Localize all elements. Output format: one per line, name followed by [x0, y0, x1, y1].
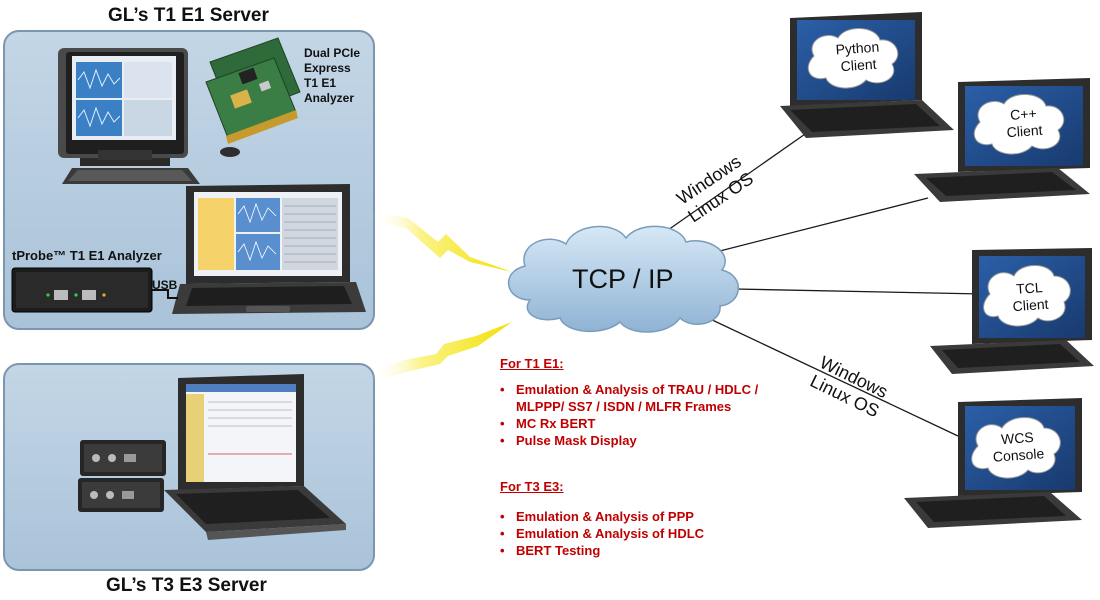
client-cpp-label: C++ Client	[983, 103, 1065, 142]
client-tcl-label: TCL Client	[989, 277, 1071, 316]
feature-item: Emulation & Analysis of TRAU / HDLC / ML…	[498, 381, 758, 415]
client-laptop-cpp	[914, 78, 1090, 202]
pcie-card-label: Dual PCIe Express T1 E1 Analyzer	[304, 46, 360, 106]
t3e3-features-heading: For T3 E3:	[500, 479, 564, 494]
t1e1-server-laptop	[172, 184, 366, 314]
feature-item: BERT Testing	[498, 542, 704, 559]
client-wcs-label: WCS Console	[977, 427, 1059, 466]
tprobe-device	[11, 267, 178, 313]
pcie-card-label-line: Dual PCIe	[304, 46, 361, 60]
tprobe-label: tProbe™ T1 E1 Analyzer	[12, 248, 162, 263]
feature-item: Pulse Mask Display	[498, 432, 758, 449]
client-laptop-tcl	[930, 248, 1094, 374]
pcie-analyzer-card	[205, 37, 301, 144]
feature-item: Emulation & Analysis of HDLC	[498, 525, 704, 542]
feature-item-line: Emulation & Analysis of TRAU / HDLC /	[516, 382, 759, 397]
feature-item: MC Rx BERT	[498, 415, 758, 432]
t3e3-device-stack	[78, 440, 166, 512]
feature-item-line: Emulation & Analysis of PPP	[516, 509, 694, 524]
t1e1-server-title: GL’s T1 E1 Server	[108, 5, 269, 26]
lightning-bolt-top	[372, 212, 512, 272]
feature-item-line: Pulse Mask Display	[516, 433, 637, 448]
pcie-card-label-line: T1 E1	[304, 76, 337, 90]
tcp-ip-cloud	[507, 225, 740, 333]
feature-item-line: MC Rx BERT	[516, 416, 596, 431]
client-connection-lines	[647, 131, 984, 437]
client-laptop-wcs	[904, 398, 1082, 528]
tcp-ip-label: TCP / IP	[572, 264, 674, 294]
t1e1-tower-analyzer	[58, 48, 240, 184]
client-laptop-python	[780, 12, 954, 138]
t1e1-features-list: Emulation & Analysis of TRAU / HDLC / ML…	[498, 381, 758, 449]
feature-item-line: MLPPP/ SS7 / ISDN / MLFR Frames	[516, 399, 732, 414]
lightning-bolt-bottom	[372, 322, 512, 382]
feature-item: Emulation & Analysis of PPP	[498, 508, 704, 525]
pcie-card-label-line: Analyzer	[304, 91, 355, 105]
t3e3-server-laptop	[164, 374, 346, 540]
t1e1-features-heading: For T1 E1:	[500, 356, 564, 371]
t3e3-server-title: GL’s T3 E3 Server	[106, 575, 267, 596]
client-python-label: Python Client	[817, 37, 899, 76]
pcie-card-label-line: Express	[304, 61, 351, 75]
feature-item-line: BERT Testing	[516, 543, 601, 558]
t3e3-features-list: Emulation & Analysis of PPP Emulation & …	[498, 508, 704, 559]
usb-label: USB	[152, 278, 178, 292]
feature-item-line: Emulation & Analysis of HDLC	[516, 526, 705, 541]
